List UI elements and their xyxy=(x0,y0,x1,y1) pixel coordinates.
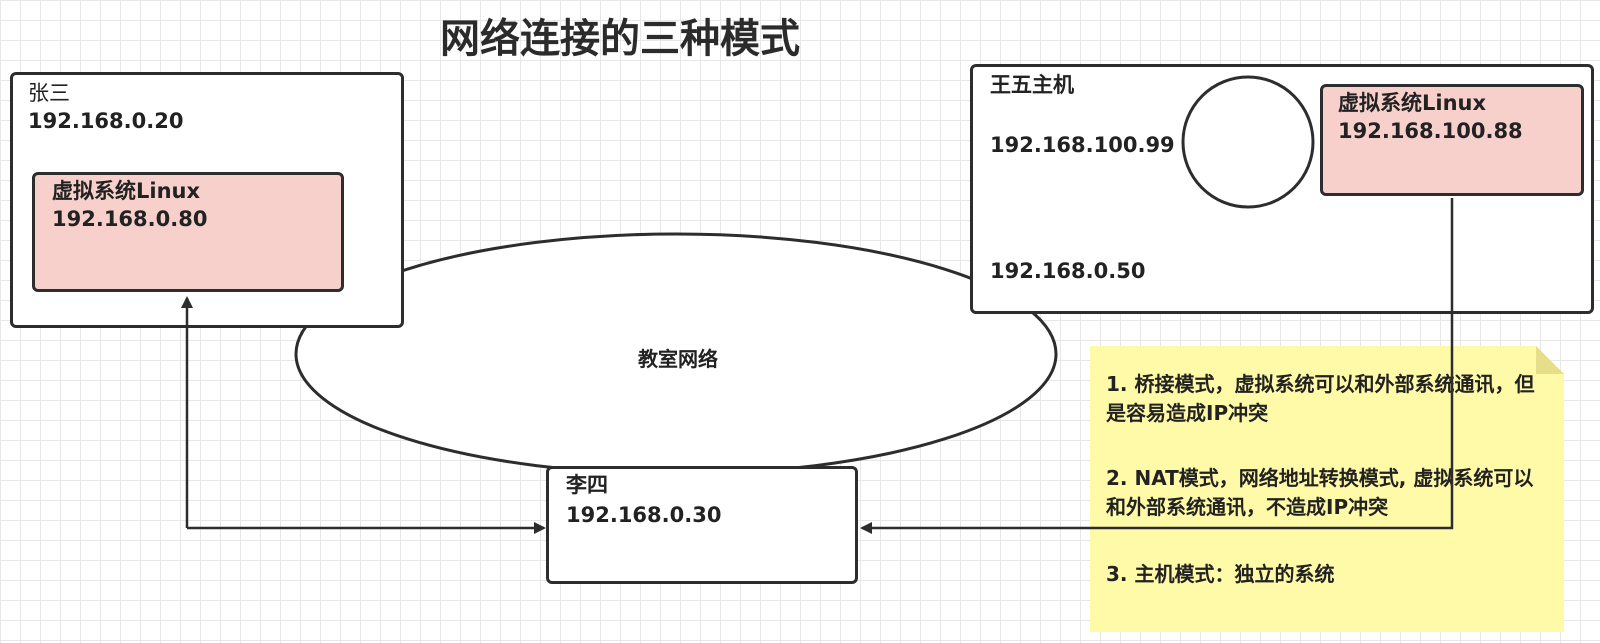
wangwu-name: 王五主机 xyxy=(990,73,1074,97)
wangwu-vm-name: 虚拟系统Linux xyxy=(1338,91,1487,115)
wangwu-vm-ip: 192.168.100.88 xyxy=(1338,119,1523,143)
zhangsan-name: 张三 xyxy=(28,81,70,105)
notes-sticky xyxy=(1090,346,1564,632)
diagram-title: 网络连接的三种模式 xyxy=(440,16,800,62)
zhangsan-vm-ip: 192.168.0.80 xyxy=(52,207,208,231)
note-nat-mode: 2. NAT模式，网络地址转换模式, 虚拟系统可以和外部系统通讯，不造成IP冲突 xyxy=(1106,466,1534,519)
wangwu-vm-box xyxy=(1320,84,1584,196)
zhangsan-vm-name: 虚拟系统Linux xyxy=(52,179,201,203)
lisi-ip: 192.168.0.30 xyxy=(566,503,722,527)
lisi-host-box xyxy=(546,466,858,584)
note-host-mode: 3. 主机模式：独立的系统 xyxy=(1106,562,1335,586)
wangwu-ip-host-only: 192.168.100.99 xyxy=(990,133,1175,157)
classroom-network-label: 教室网络 xyxy=(638,347,718,371)
zhangsan-ip: 192.168.0.20 xyxy=(28,109,184,133)
lisi-name: 李四 xyxy=(566,473,608,497)
virtual-switch-circle xyxy=(1181,75,1315,209)
zhangsan-vm-box xyxy=(32,172,344,292)
note-bridge-mode: 1. 桥接模式，虚拟系统可以和外部系统通讯，但是容易造成IP冲突 xyxy=(1106,372,1535,425)
nat-connector xyxy=(860,198,1454,534)
wangwu-ip-lan: 192.168.0.50 xyxy=(990,259,1146,283)
